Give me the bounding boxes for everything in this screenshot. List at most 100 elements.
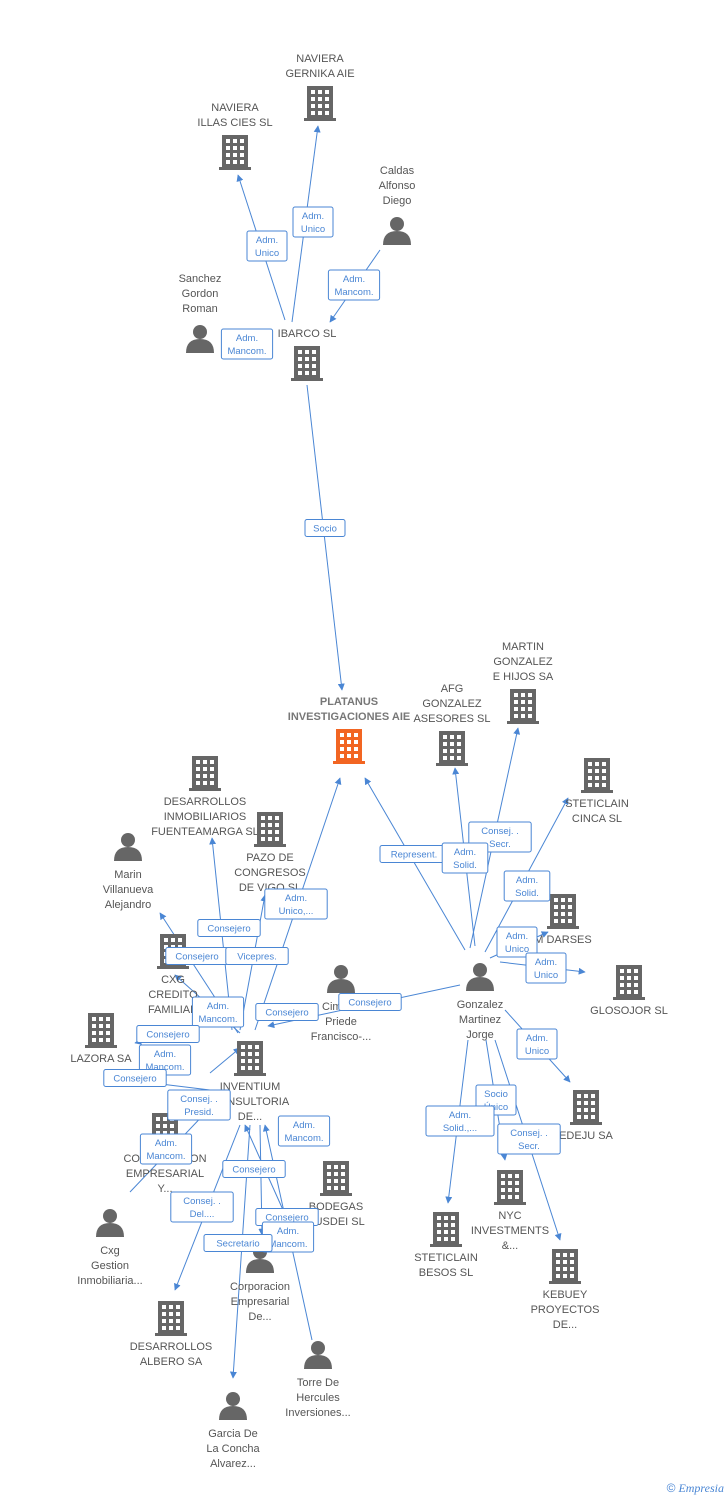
badge-label: Adm. bbox=[207, 1001, 229, 1012]
building-icon bbox=[547, 894, 579, 929]
relation-badge[interactable]: Adm.Solid. bbox=[441, 842, 489, 874]
node-torre[interactable]: Torre DeHerculesInversiones... bbox=[285, 1341, 351, 1419]
node-label-line: NAVIERA bbox=[211, 102, 259, 114]
building-icon bbox=[85, 1013, 117, 1048]
building-icon bbox=[291, 346, 323, 381]
node-label-line: Alejandro bbox=[105, 899, 151, 911]
relation-badge[interactable]: Adm.Unico bbox=[516, 1028, 558, 1060]
badge-label: Adm. bbox=[155, 1138, 177, 1149]
node-label-line: INVENTIUM bbox=[220, 1081, 281, 1093]
relation-badge[interactable]: Vicepres. bbox=[225, 947, 289, 965]
node-ibarco[interactable]: IBARCO SL bbox=[278, 328, 337, 381]
building-icon bbox=[219, 135, 251, 170]
relation-badge[interactable]: Consejero bbox=[103, 1069, 167, 1087]
node-label-line: DE... bbox=[553, 1319, 577, 1331]
node-nyc[interactable]: NYCINVESTMENTS&... bbox=[471, 1170, 549, 1252]
badge-label: Adm. bbox=[343, 274, 365, 285]
node-label-line: Hercules bbox=[296, 1392, 340, 1404]
relation-badge[interactable]: Secretario bbox=[203, 1234, 273, 1252]
building-icon bbox=[254, 812, 286, 847]
relation-badge[interactable]: Adm.Solid. bbox=[503, 870, 551, 902]
node-m-darses[interactable]: M DARSES bbox=[534, 894, 592, 946]
node-kebuey[interactable]: KEBUEYPROYECTOSDE... bbox=[531, 1249, 600, 1331]
badge-label: Adm. bbox=[256, 235, 278, 246]
relation-badge[interactable]: Adm.Mancom. bbox=[139, 1133, 193, 1165]
relation-badge[interactable]: Consej. .Presid. bbox=[167, 1089, 231, 1121]
node-lazora[interactable]: LAZORA SA bbox=[70, 1013, 132, 1065]
relation-badge[interactable]: Consej. .Secr. bbox=[497, 1123, 561, 1155]
badge-box bbox=[338, 993, 402, 1011]
badge-label: Unico bbox=[525, 1046, 549, 1057]
relation-badge[interactable]: Consej. .Del.... bbox=[170, 1191, 234, 1223]
node-label-line: GONZALEZ bbox=[493, 656, 553, 668]
relation-badge[interactable]: Represent. bbox=[379, 845, 449, 863]
relation-badge[interactable]: Adm.Mancom. bbox=[277, 1115, 331, 1147]
relation-badge[interactable]: Adm.Mancom. bbox=[261, 1221, 315, 1253]
node-label-line: GLOSOJOR SL bbox=[590, 1005, 668, 1017]
node-label-line: Torre De bbox=[297, 1377, 339, 1389]
badge-box bbox=[496, 926, 538, 958]
node-label-line: STETICLAIN bbox=[565, 798, 629, 810]
relation-badge[interactable]: Adm.Unico,... bbox=[264, 888, 328, 920]
badge-box bbox=[103, 1069, 167, 1087]
relation-badge[interactable]: Consejero bbox=[222, 1160, 286, 1178]
relation-badge[interactable]: Consejero bbox=[197, 919, 261, 937]
badge-label: Mancom. bbox=[145, 1062, 184, 1073]
node-edeju[interactable]: EDEJU SA bbox=[559, 1090, 614, 1142]
node-corporacion-emp-de[interactable]: CorporacionEmpresarialDe... bbox=[230, 1245, 290, 1323]
node-label-line: Roman bbox=[182, 303, 217, 315]
relation-badge[interactable]: Adm.Unico bbox=[292, 206, 334, 238]
badge-label: Consejero bbox=[232, 1165, 275, 1176]
badge-label: Único bbox=[484, 1102, 508, 1113]
node-glosojor[interactable]: GLOSOJOR SL bbox=[590, 965, 668, 1017]
badge-box bbox=[277, 1115, 331, 1147]
relation-badge[interactable]: Consejero bbox=[338, 993, 402, 1011]
node-label-line: Cxg bbox=[100, 1245, 120, 1257]
badge-label: Solid. bbox=[453, 860, 477, 871]
relation-badge[interactable]: Adm.Mancom. bbox=[191, 996, 245, 1028]
badge-label: Adm. bbox=[236, 333, 258, 344]
relation-badge[interactable]: Adm.Unico bbox=[496, 926, 538, 958]
relation-badge[interactable]: Adm.Solid.,... bbox=[425, 1105, 495, 1137]
node-label-line: Empresarial bbox=[231, 1296, 290, 1308]
relation-badge[interactable]: Adm.Unico bbox=[525, 952, 567, 984]
node-cxg-gestion[interactable]: CxgGestionInmobiliaria... bbox=[77, 1209, 143, 1287]
node-naviera-illas[interactable]: NAVIERA ILLAS CIES SL bbox=[197, 102, 273, 170]
relation-badge[interactable]: Adm.Unico bbox=[246, 230, 288, 262]
relation-badge[interactable]: Consejero bbox=[136, 1025, 200, 1043]
badge-label: Adm. bbox=[516, 875, 538, 886]
node-label-line: Caldas bbox=[380, 165, 415, 177]
relation-badge[interactable]: Socio bbox=[304, 519, 346, 537]
node-label-line: La Concha bbox=[206, 1443, 260, 1455]
person-icon bbox=[96, 1209, 124, 1237]
node-label-line: ILLAS CIES SL bbox=[197, 117, 272, 129]
relation-badge[interactable]: Adm.Mancom. bbox=[327, 269, 381, 301]
relation-badge[interactable]: Consejero bbox=[165, 947, 229, 965]
relation-badge[interactable]: Adm.Mancom. bbox=[220, 328, 274, 360]
node-label-line: Alvarez... bbox=[210, 1458, 256, 1470]
node-label-line: PLATANUS bbox=[320, 696, 378, 708]
relation-badge[interactable]: Consejero bbox=[255, 1003, 319, 1021]
node-label-line: Sanchez bbox=[179, 273, 222, 285]
person-icon bbox=[383, 217, 411, 245]
node-label-line: PAZO DE bbox=[246, 852, 293, 864]
footer-brand[interactable]: © Empresia bbox=[667, 1481, 724, 1496]
badge-box bbox=[255, 1003, 319, 1021]
